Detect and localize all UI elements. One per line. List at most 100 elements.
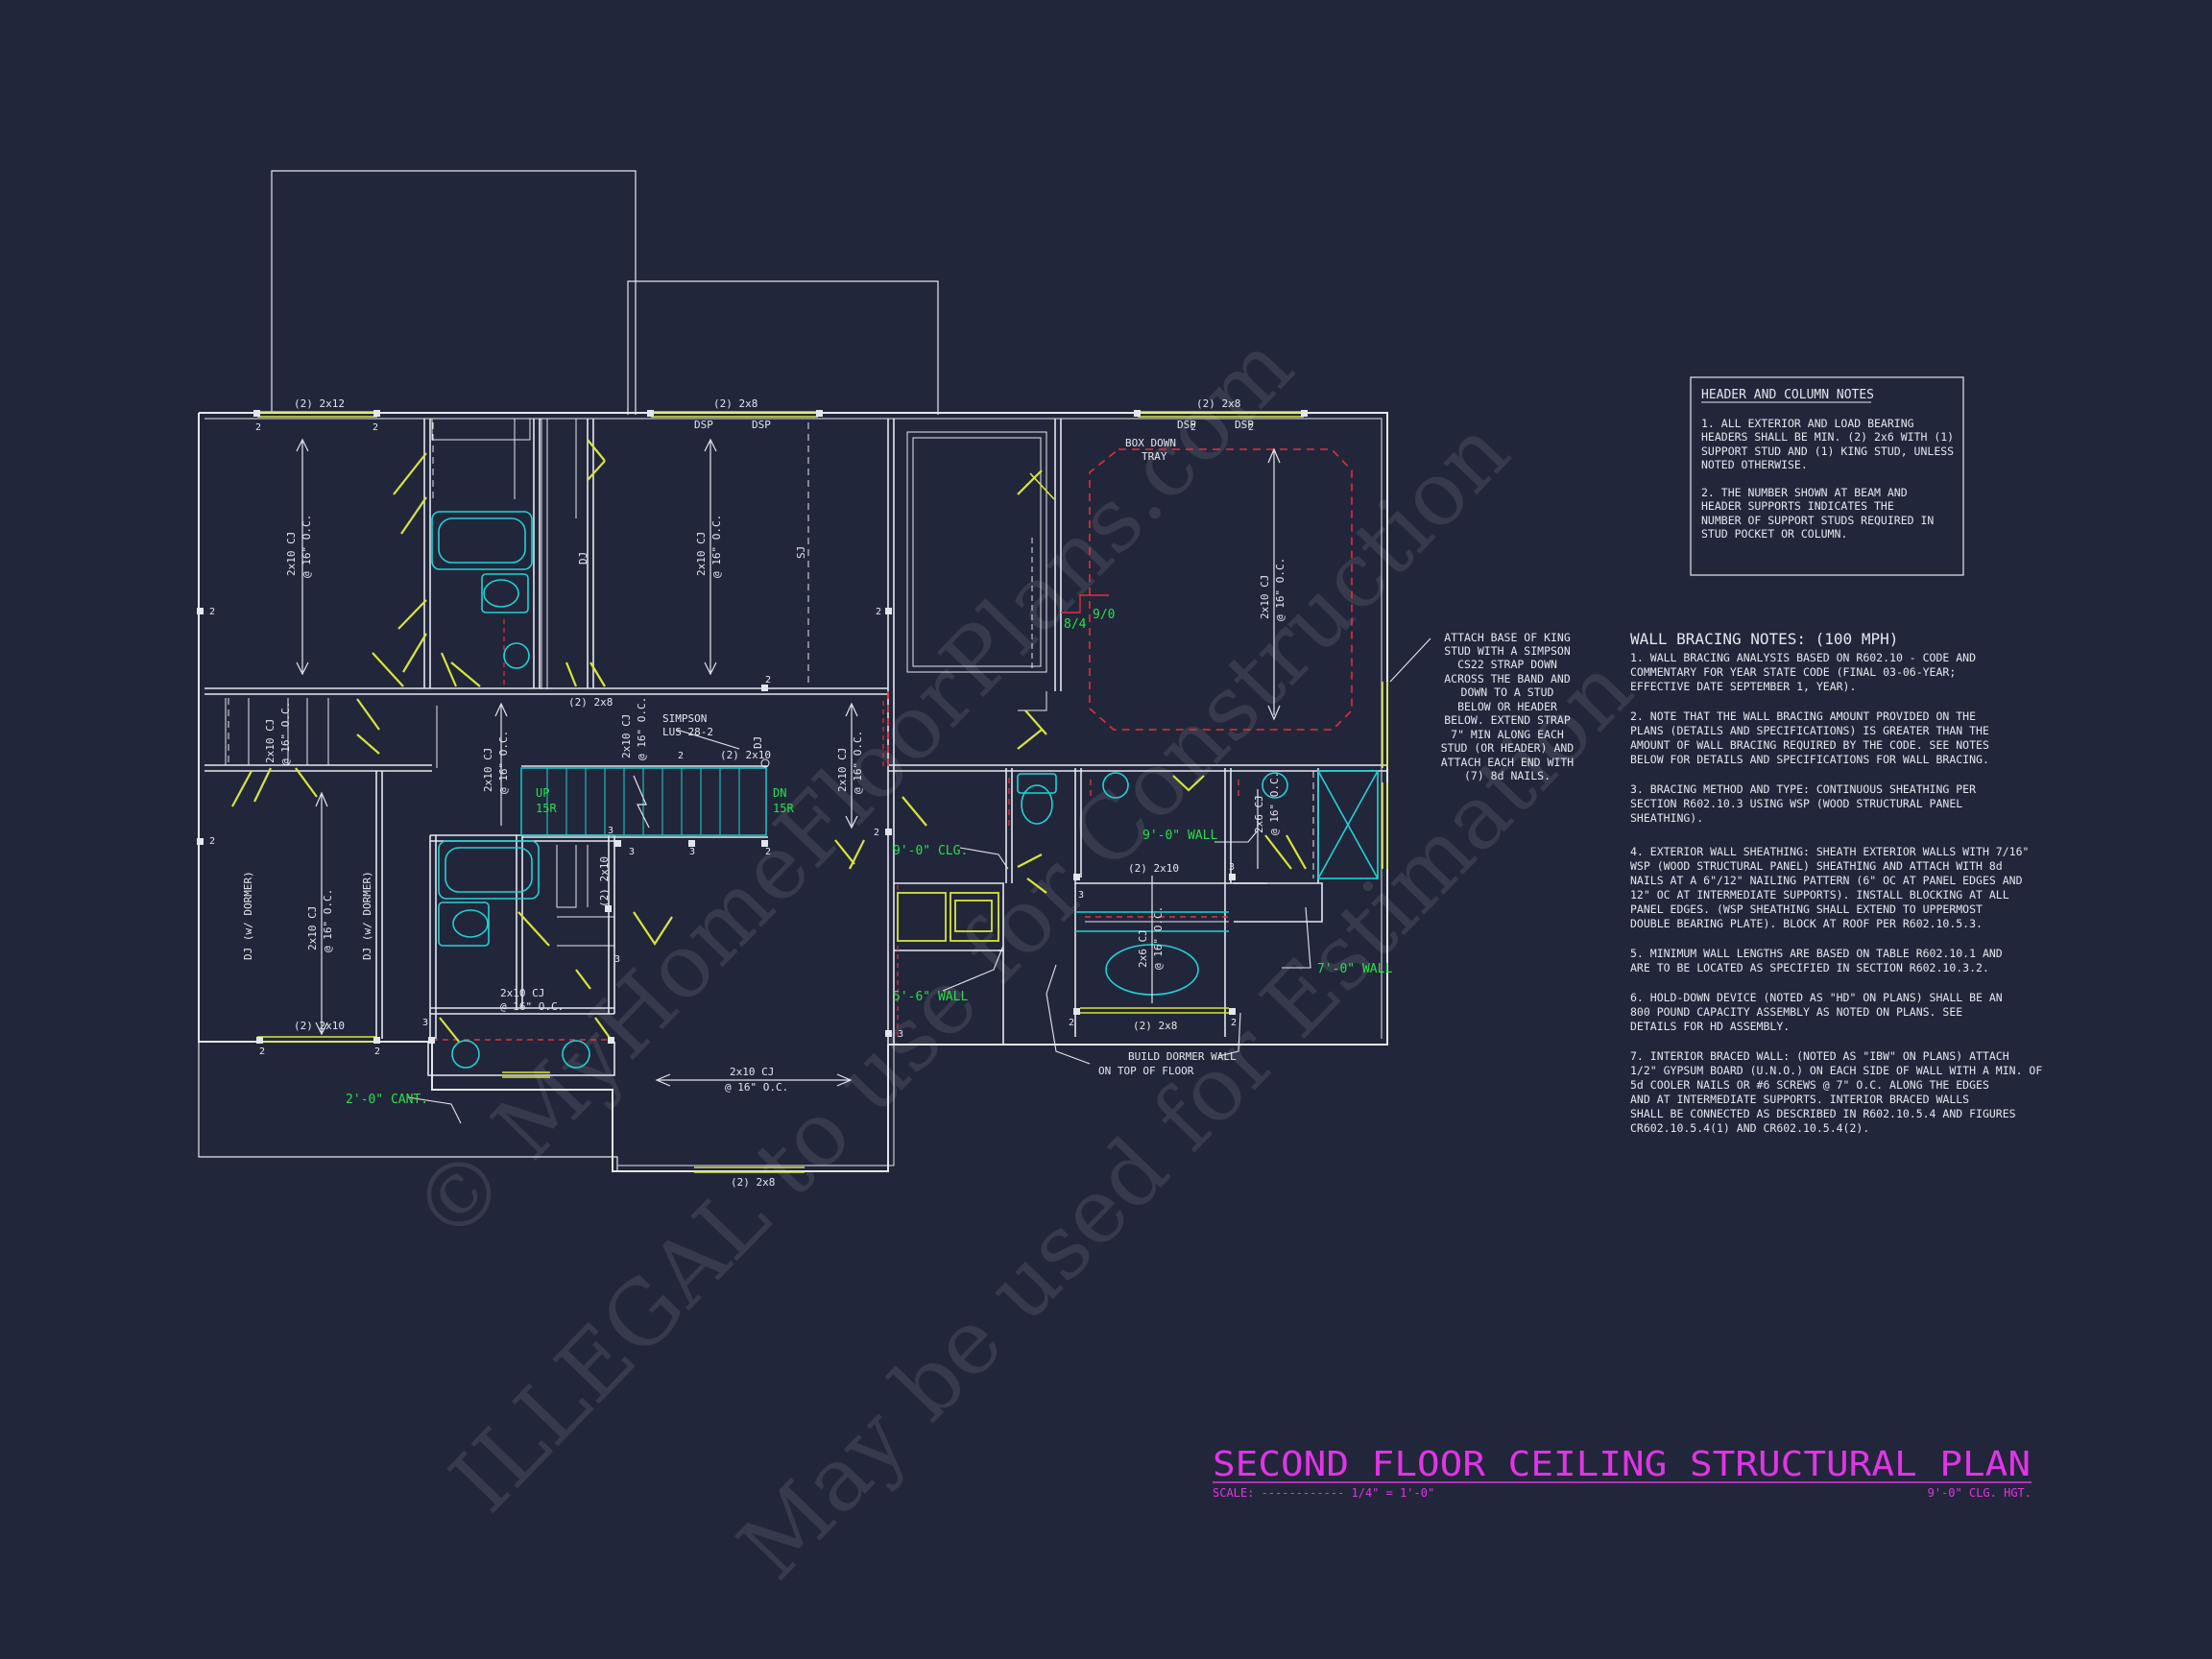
label-oc-master: @ 16" O.C.: [1274, 558, 1286, 621]
label-7-wall: 7'-0" WALL: [1317, 962, 1392, 976]
label-cj-wic: 2x6 CJ: [1253, 795, 1265, 833]
stud-count: 2: [1231, 1018, 1237, 1028]
laundry: [897, 892, 999, 942]
bracing-note-line: 2. NOTE THAT THE WALL BRACING AMOUNT PRO…: [1630, 709, 1976, 723]
stud-count: 2: [765, 675, 771, 685]
roof-outlines: [271, 170, 939, 415]
plan-labels: (2) 2x12 (2) 2x8 (2) 2x8 (2) 2x8 (2) 2x1…: [209, 397, 1286, 1189]
label-oc-bonus: @ 16" O.C.: [725, 1081, 788, 1094]
label-header-2x8-c: (2) 2x8: [568, 696, 613, 709]
strap-note-line: (7) 8d NAILS.: [1464, 769, 1551, 782]
label-dj-dormer-2: DJ (w/ DORMER): [361, 871, 373, 960]
label-dsp-3: DSP: [1177, 419, 1196, 431]
leader-lines: [407, 637, 1431, 1124]
label-cant: 2'-0" CANT.: [346, 1093, 428, 1107]
label-5-6-wall: 5'-6" WALL: [893, 990, 968, 1004]
bracing-note-line: ARE TO BE LOCATED AS SPECIFIED IN SECTIO…: [1630, 961, 1989, 974]
stud-count: 3: [1229, 862, 1235, 873]
label-box-down: BOX DOWN: [1125, 437, 1176, 449]
bracing-note-line: BELOW FOR DETAILS AND SPECIFICATIONS FOR…: [1630, 753, 1989, 766]
header-note-line: STUD POCKET OR COLUMN.: [1701, 527, 1847, 541]
stud-count: 2: [876, 607, 881, 617]
label-oc-landing: @ 16" O.C.: [852, 731, 864, 794]
bathtub-1: [431, 511, 533, 570]
label-header-2x8-d: (2) 2x8: [1133, 1020, 1177, 1032]
label-cj-bonus: 2x10 CJ: [730, 1066, 774, 1078]
label-oc-room4: @ 16" O.C.: [322, 889, 334, 952]
stud-count: 2: [255, 422, 261, 433]
sink-3: [562, 1040, 590, 1069]
label-header-2x8-e: (2) 2x8: [731, 1176, 775, 1189]
header-note-line: NUMBER OF SUPPORT STUDS REQUIRED IN: [1701, 514, 1934, 527]
bracing-note-line: SECTION R602.10.3 USING WSP (WOOD STRUCT…: [1630, 797, 1962, 810]
stud-count: 2: [374, 1046, 380, 1057]
label-stair-dn-risers: 15R: [773, 802, 794, 815]
bracing-note-line: 4. EXTERIOR WALL SHEATHING: SHEATH EXTER…: [1630, 845, 2029, 858]
ceiling-height: 9'-0" CLG. HGT.: [1928, 1486, 2032, 1500]
dashed-lines: [228, 422, 1314, 878]
bracing-note-line: SHEATHING).: [1630, 811, 1703, 825]
label-cj-hall: 2x10 CJ: [482, 748, 494, 792]
doors: [231, 439, 1307, 1043]
strap-note-line: BELOW OR HEADER: [1457, 700, 1557, 713]
label-header-2x10-b: (2) 2x10: [720, 749, 771, 761]
stud-count: 2: [209, 607, 215, 617]
stud-count: 2: [765, 847, 771, 857]
header-note-line: 2. THE NUMBER SHOWN AT BEAM AND: [1701, 486, 1908, 499]
label-dormer-2: ON TOP OF FLOOR: [1098, 1065, 1194, 1077]
strap-note-line: 7" MIN ALONG EACH: [1451, 728, 1564, 741]
header-notes-box: HEADER AND COLUMN NOTES 1. ALL EXTERIOR …: [1690, 376, 1964, 576]
bracing-note-line: 6. HOLD-DOWN DEVICE (NOTED AS "HD" ON PL…: [1630, 991, 2003, 1004]
shower: [1317, 770, 1379, 879]
strap-note: ATTACH BASE OF KING STUD WITH A SIMPSON …: [1441, 631, 1575, 782]
bracing-note-line: 1/2" GYPSUM BOARD (U.N.O.) ON EACH SIDE …: [1630, 1064, 2042, 1077]
label-cj-hall-closet: 2x10 CJ: [264, 719, 276, 763]
bracing-note-line: 3. BRACING METHOD AND TYPE: CONTINUOUS S…: [1630, 782, 1976, 796]
dryer: [950, 892, 999, 942]
plumbing-fixtures: [431, 511, 1379, 1069]
bracing-note-line: COMMENTARY FOR YEAR STATE CODE (FINAL 03…: [1630, 665, 1956, 679]
washer: [897, 892, 947, 942]
strap-note-line: STUD (OR HEADER) AND: [1441, 741, 1575, 755]
label-header-2x8-a: (2) 2x8: [713, 397, 757, 410]
label-dj-1: DJ: [577, 552, 589, 565]
stud-count: 2: [259, 1046, 265, 1057]
interior-walls: [204, 419, 1387, 1076]
header-note-line: HEADER SUPPORTS INDICATES THE: [1701, 499, 1894, 513]
label-simpson-model: LUS 28-2: [662, 726, 713, 738]
bracing-note-line: CR602.10.5.4(1) AND CR602.10.5.4(2).: [1630, 1121, 1869, 1135]
strap-note-line: ATTACH BASE OF KING: [1444, 631, 1571, 644]
bracing-note-line: PLANS (DETAILS AND SPECIFICATIONS) IS GR…: [1630, 724, 1989, 737]
label-dj-dormer-1: DJ (w/ DORMER): [242, 871, 254, 960]
label-cj-room1: 2x10 CJ: [285, 532, 298, 576]
label-oc-bath2: @ 16" O.C.: [500, 1000, 564, 1013]
label-ratio-a: 8/4: [1064, 617, 1087, 632]
bracing-note-line: DOUBLE BEARING PLATE). BLOCK AT ROOF PER…: [1630, 917, 1983, 930]
label-dsp-1: DSP: [694, 419, 713, 431]
stud-count: 2: [1248, 422, 1254, 433]
label-tray: TRAY: [1142, 450, 1167, 463]
bracing-note-line: 5. MINIMUM WALL LENGTHS ARE BASED ON TAB…: [1630, 947, 2003, 960]
strap-note-line: CS22 STRAP DOWN: [1457, 658, 1557, 671]
stud-count: 3: [422, 1018, 428, 1028]
label-stair-up: UP: [536, 786, 549, 800]
label-cj-room2: 2x10 CJ: [695, 532, 708, 576]
bracing-note-line: SHALL BE CONNECTED AS DESCRIBED IN R602.…: [1630, 1107, 2016, 1120]
bracing-note-line: WSP (WOOD STRUCTURAL PANEL) SHEATHING AN…: [1630, 859, 2003, 873]
bathtub-1-basin: [438, 517, 526, 564]
label-dj-2: DJ: [752, 736, 764, 749]
stud-count: 3: [898, 1029, 903, 1040]
toilet-3: [1017, 773, 1057, 794]
label-oc-wic: @ 16" O.C.: [1268, 772, 1281, 835]
bracing-notes-title: WALL BRACING NOTES: (100 MPH): [1630, 630, 1898, 648]
title-block: SECOND FLOOR CEILING STRUCTURAL PLAN SCA…: [1213, 1445, 2032, 1500]
bracing-note-line: EFFECTIVE DATE SEPTEMBER 1, YEAR).: [1630, 680, 1856, 693]
stud-count: 3: [629, 847, 635, 857]
stud-count: 3: [608, 826, 613, 836]
header-note-line: NOTED OTHERWISE.: [1701, 458, 1808, 471]
label-oc-hall: @ 16" O.C.: [497, 731, 510, 794]
green-labels: UP 15R DN 15R 9'-0" CLG. 9'-0" WALL 5'-6…: [346, 608, 1392, 1107]
sink-5: [1262, 772, 1288, 799]
stud-count: 2: [209, 836, 215, 847]
